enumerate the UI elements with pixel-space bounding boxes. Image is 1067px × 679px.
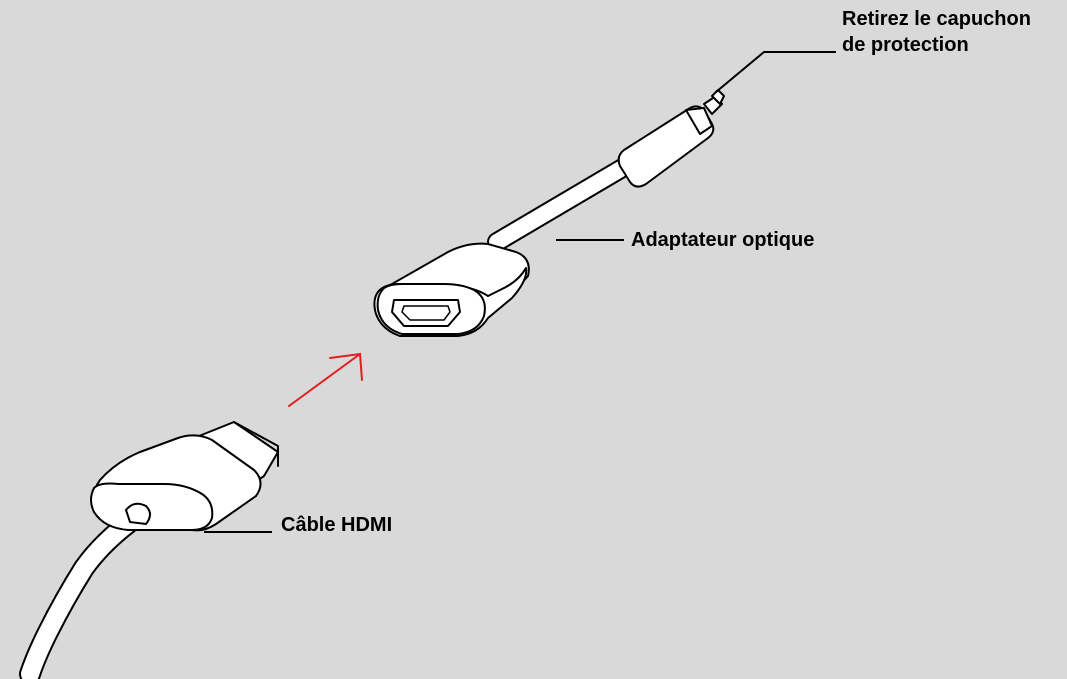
hdmi-cable (19, 421, 279, 679)
optical-plug-ring (685, 107, 713, 135)
optical-plug-housing (617, 105, 715, 188)
label-remove-cap-line1: Retirez le capuchon (842, 8, 1031, 30)
hdmi-cable-entry (125, 502, 151, 525)
hdmi-cable-wire (21, 507, 147, 679)
callout-line-cap (715, 51, 836, 93)
label-optical-adapter: Adaptateur optique (631, 229, 815, 251)
optical-adapter (373, 89, 725, 337)
adapter-cable (489, 152, 644, 250)
arrow-up-right-icon (288, 352, 363, 407)
hdmi-port-inner (401, 305, 451, 321)
callout-lines (204, 51, 836, 533)
label-remove-cap-line2: de protection (842, 34, 969, 56)
label-hdmi-cable: Câble HDMI (281, 514, 393, 536)
hdmi-plug-face (90, 482, 214, 531)
hdmi-plug-tip-edge (233, 421, 279, 467)
label-remove-cap: Retirez le capuchon de protection (842, 6, 1031, 58)
